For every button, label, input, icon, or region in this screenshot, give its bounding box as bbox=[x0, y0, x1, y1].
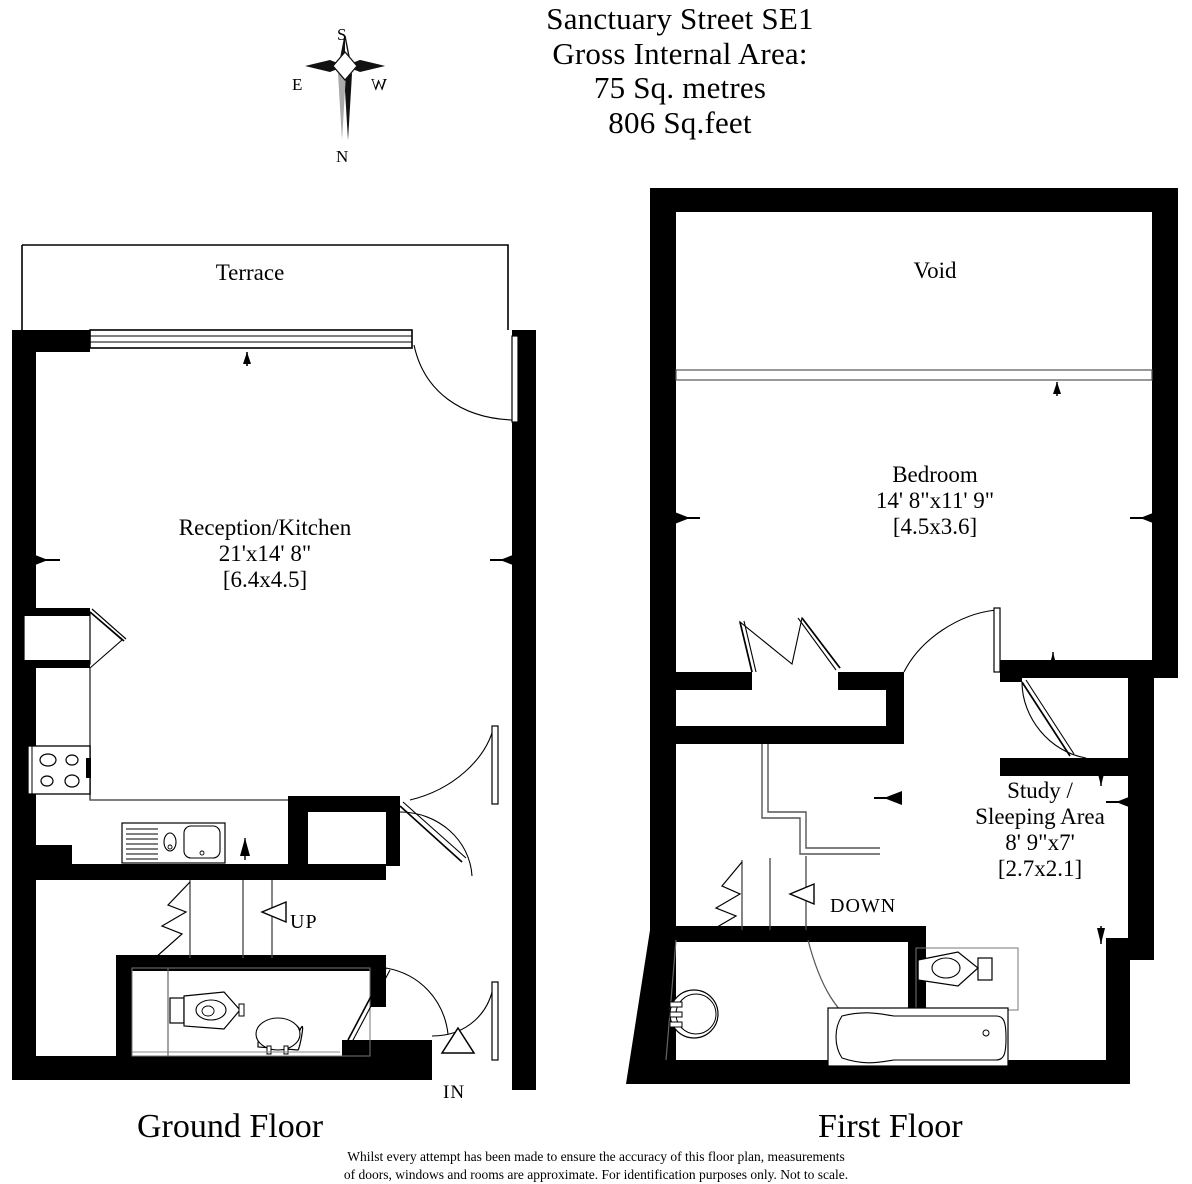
disclaimer-line-2: of doors, windows and rooms are approxim… bbox=[343, 1166, 849, 1182]
reception-kitchen-dim-imperial: 21'x14' 8" bbox=[218, 540, 312, 566]
bedroom-name: Bedroom bbox=[892, 462, 978, 487]
compass-rose-graphic bbox=[305, 35, 385, 140]
stair-up-label: UP bbox=[290, 911, 318, 933]
terrace-sliding-door bbox=[89, 329, 413, 366]
first-floor-staircase bbox=[711, 856, 867, 1033]
wc-toilet-icon bbox=[169, 991, 245, 1030]
study-dim-metric: [2.7x2.1] bbox=[997, 855, 1083, 881]
compass-label-west: W bbox=[371, 75, 388, 94]
ground-floor-staircase bbox=[154, 838, 287, 959]
reception-kitchen-dim-metric: [6.4x4.5] bbox=[222, 566, 308, 592]
wc-basin-icon bbox=[132, 1017, 340, 1055]
stair-down-label: DOWN bbox=[830, 895, 897, 917]
bathroom-toilet-icon bbox=[915, 947, 1019, 1011]
room-label-reception-kitchen: Reception/Kitchen 21'x14' 8" [6.4x4.5] bbox=[110, 515, 420, 593]
disclaimer-line-1: Whilst every attempt has been made to en… bbox=[347, 1149, 845, 1164]
wardrobe-bifold-doors bbox=[739, 616, 841, 673]
compass-rose: S E W N bbox=[285, 26, 400, 166]
first-floor-plan bbox=[626, 188, 1178, 1084]
terrace-corner-door-swing bbox=[413, 335, 519, 423]
kitchen-units bbox=[23, 608, 308, 864]
ground-floor-dimension-arrows bbox=[30, 553, 518, 567]
ground-floor-plan bbox=[12, 244, 536, 1090]
room-label-study-sleeping-area: Study / Sleeping Area 8' 9"x7' [2.7x2.1] bbox=[895, 778, 1185, 882]
bathroom-basin-icon bbox=[669, 989, 719, 1039]
study-name-line2: Sleeping Area bbox=[975, 803, 1105, 829]
title-line-address: Sanctuary Street SE1 bbox=[546, 1, 814, 36]
reception-kitchen-name: Reception/Kitchen bbox=[178, 515, 352, 540]
first-floor-bathroom-fixtures bbox=[665, 939, 1019, 1067]
study-name-line1: Study / bbox=[1007, 778, 1073, 803]
room-label-terrace: Terrace bbox=[145, 260, 355, 286]
kitchen-sink-icon bbox=[121, 822, 226, 864]
first-floor-dimension-arrows bbox=[672, 511, 1158, 944]
terrace-outline bbox=[21, 244, 509, 330]
first-floor-landing-lines bbox=[761, 744, 880, 855]
room-label-bedroom: Bedroom 14' 8"x11' 9" [4.5x3.6] bbox=[790, 462, 1080, 540]
ground-floor-wc-fixtures bbox=[131, 967, 371, 1057]
study-dim-imperial: 8' 9"x7' bbox=[1005, 829, 1075, 855]
kitchen-hob-icon bbox=[27, 745, 91, 795]
void-bedroom-divider bbox=[675, 369, 1153, 396]
compass-label-east: E bbox=[292, 75, 303, 94]
terrace-name: Terrace bbox=[215, 260, 285, 285]
title-line-gia-imperial: 806 Sq.feet bbox=[608, 105, 752, 141]
ground-floor-doors bbox=[347, 725, 499, 1061]
disclaimer: Whilst every attempt has been made to en… bbox=[196, 1148, 996, 1183]
bedroom-dim-metric: [4.5x3.6] bbox=[892, 513, 978, 539]
bedroom-door bbox=[903, 607, 1001, 673]
title-line-gia-metric: 75 Sq. metres bbox=[593, 70, 767, 106]
first-floor-outer-walls bbox=[626, 188, 1178, 1084]
void-name: Void bbox=[913, 258, 957, 283]
room-label-void: Void bbox=[810, 258, 1060, 284]
page-title: Sanctuary Street SE1 Gross Internal Area… bbox=[440, 1, 920, 141]
bedroom-dim-imperial: 14' 8"x11' 9" bbox=[875, 487, 995, 513]
entrance-in-label: IN bbox=[443, 1082, 466, 1103]
ground-floor-internal-walls bbox=[36, 796, 432, 1080]
title-line-gia-label: Gross Internal Area: bbox=[552, 35, 808, 71]
entrance-marker-icon bbox=[440, 1026, 476, 1054]
first-floor-caption: First Floor bbox=[818, 1108, 963, 1145]
cupboard-door-right bbox=[1021, 679, 1087, 759]
compass-label-north: N bbox=[336, 147, 349, 166]
compass-label-south: S bbox=[337, 25, 347, 44]
ground-floor-caption: Ground Floor bbox=[137, 1108, 324, 1145]
bathtub-icon bbox=[827, 1007, 1009, 1067]
